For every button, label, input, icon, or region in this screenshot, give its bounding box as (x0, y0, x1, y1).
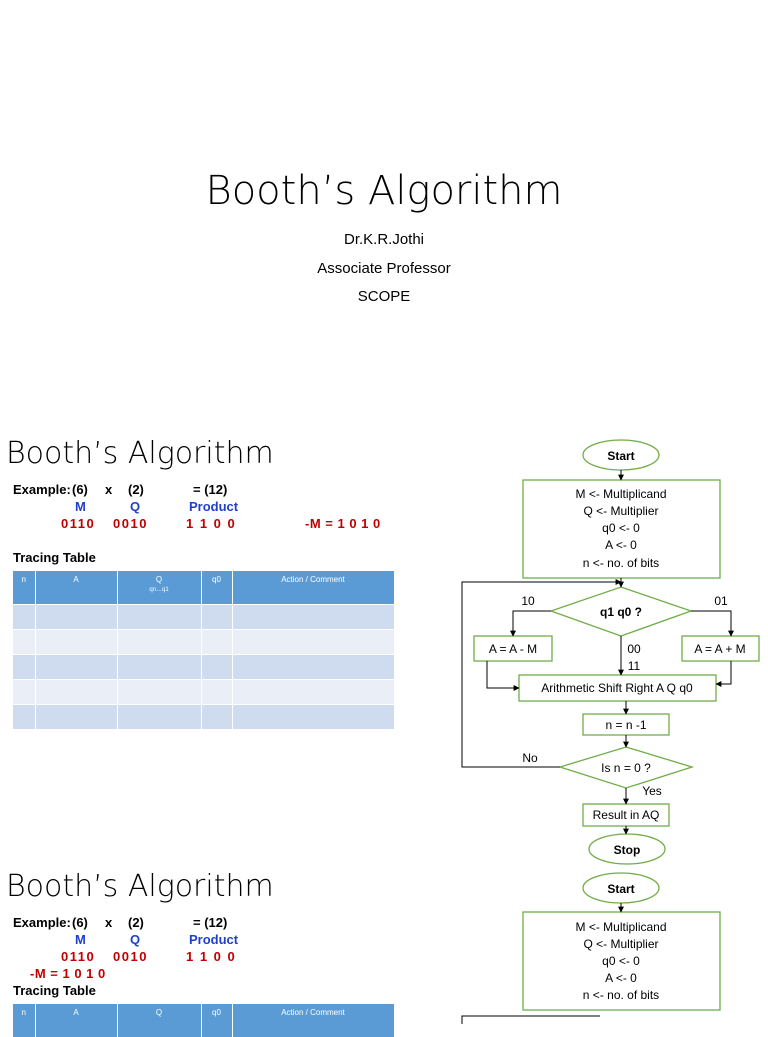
product-label: Product (189, 499, 239, 514)
init-line-1: M <- Multiplicand (575, 487, 666, 501)
col-n-2: n (13, 1004, 36, 1037)
init2-line-1: M <- Multiplicand (575, 920, 666, 934)
product-bits-2: 1 1 0 0 (186, 949, 237, 964)
sub-box-label: A = A - M (489, 642, 537, 656)
q-label: Q (130, 499, 141, 514)
q-bits: 0010 (113, 516, 148, 531)
example-label: Example: (13, 482, 71, 497)
init2-line-4: A <- 0 (605, 971, 637, 985)
branch-00-label: 00 (627, 642, 641, 656)
branch-10-label: 10 (521, 594, 535, 608)
col-a: A (35, 571, 118, 605)
m-bits: 0110 (61, 516, 96, 531)
example-label-2: Example: (13, 915, 71, 930)
col-q-label: Q (155, 575, 163, 584)
neg-m-bits-2: -M = 1 0 1 0 (30, 966, 106, 981)
title-slide-heading: Booth’s Algorithm (205, 168, 563, 214)
tracing-table-2: n A Q q0 Action / Comment (13, 1004, 395, 1037)
col-q0-2: q0 (201, 1004, 233, 1037)
author-name: Dr.K.R.Jothi (343, 231, 425, 248)
add-box (681, 635, 760, 662)
add-box-label: A = A + M (694, 642, 745, 656)
decision2-label: Is n = 0 ? (601, 761, 651, 775)
example-m-value-2: (6) (72, 915, 88, 930)
table-row (13, 604, 395, 630)
example-times-2: x (105, 915, 113, 930)
init2-line-2: Q <- Multiplier (583, 937, 658, 951)
col-a-2: A (35, 1004, 118, 1037)
flow-start-label-2: Start (607, 882, 634, 896)
example-times: x (105, 482, 113, 497)
no-label: No (522, 751, 538, 765)
example-m-value: (6) (72, 482, 88, 497)
neg-m-bits: -M = 1 0 1 0 (305, 516, 381, 531)
branch-11-label: 11 (628, 659, 641, 673)
tracing-table-title-2: Tracing Table (13, 983, 96, 998)
result-box-label: Result in AQ (593, 808, 660, 822)
yes-label: Yes (642, 784, 662, 798)
init2-line-3: q0 <- 0 (602, 954, 640, 968)
product-label-2: Product (189, 932, 239, 947)
q-bits-2: 0010 (113, 949, 148, 964)
author-dept: SCOPE (357, 288, 411, 305)
col-action-2: Action / Comment (232, 1004, 395, 1037)
init-line-3: q0 <- 0 (602, 521, 640, 535)
slide3-title: Booth’s Algorithm (6, 869, 274, 904)
shift-box-label: Arithmetic Shift Right A Q q0 (541, 681, 693, 695)
slide2-title: Booth’s Algorithm (6, 436, 274, 471)
example-q-value: (2) (128, 482, 144, 497)
decrement-box-label: n = n -1 (605, 718, 646, 732)
table-header-row-2: n A Q q0 Action / Comment (13, 1004, 395, 1037)
m-label: M (75, 499, 86, 514)
col-n: n (13, 571, 36, 605)
decision1-label: q1 q0 ? (600, 605, 642, 619)
table-row (13, 654, 395, 680)
col-q0: q0 (201, 571, 233, 605)
init2-line-5: n <- no. of bits (583, 988, 659, 1002)
flow-start-label: Start (607, 449, 634, 463)
m-label-2: M (75, 932, 86, 947)
m-bits-2: 0110 (61, 949, 96, 964)
col-action: Action / Comment (232, 571, 395, 605)
flow-stop-label: Stop (614, 843, 641, 857)
example-result-2: = (12) (193, 915, 228, 930)
q-label-2: Q (130, 932, 141, 947)
table-row (13, 629, 395, 655)
example-result: = (12) (193, 482, 228, 497)
table-row (13, 679, 395, 705)
col-q-2: Q (117, 1004, 202, 1037)
table-row (13, 704, 395, 729)
col-q-sub: qn…q1 (149, 587, 169, 593)
init-line-2: Q <- Multiplier (583, 504, 658, 518)
init-line-4: A <- 0 (605, 538, 637, 552)
init-line-5: n <- no. of bits (583, 556, 659, 570)
tracing-table-title: Tracing Table (13, 550, 96, 565)
author-role: Associate Professor (317, 260, 451, 277)
example-q-value-2: (2) (128, 915, 144, 930)
product-bits: 1 1 0 0 (186, 516, 237, 531)
branch-01-label: 01 (714, 594, 728, 608)
